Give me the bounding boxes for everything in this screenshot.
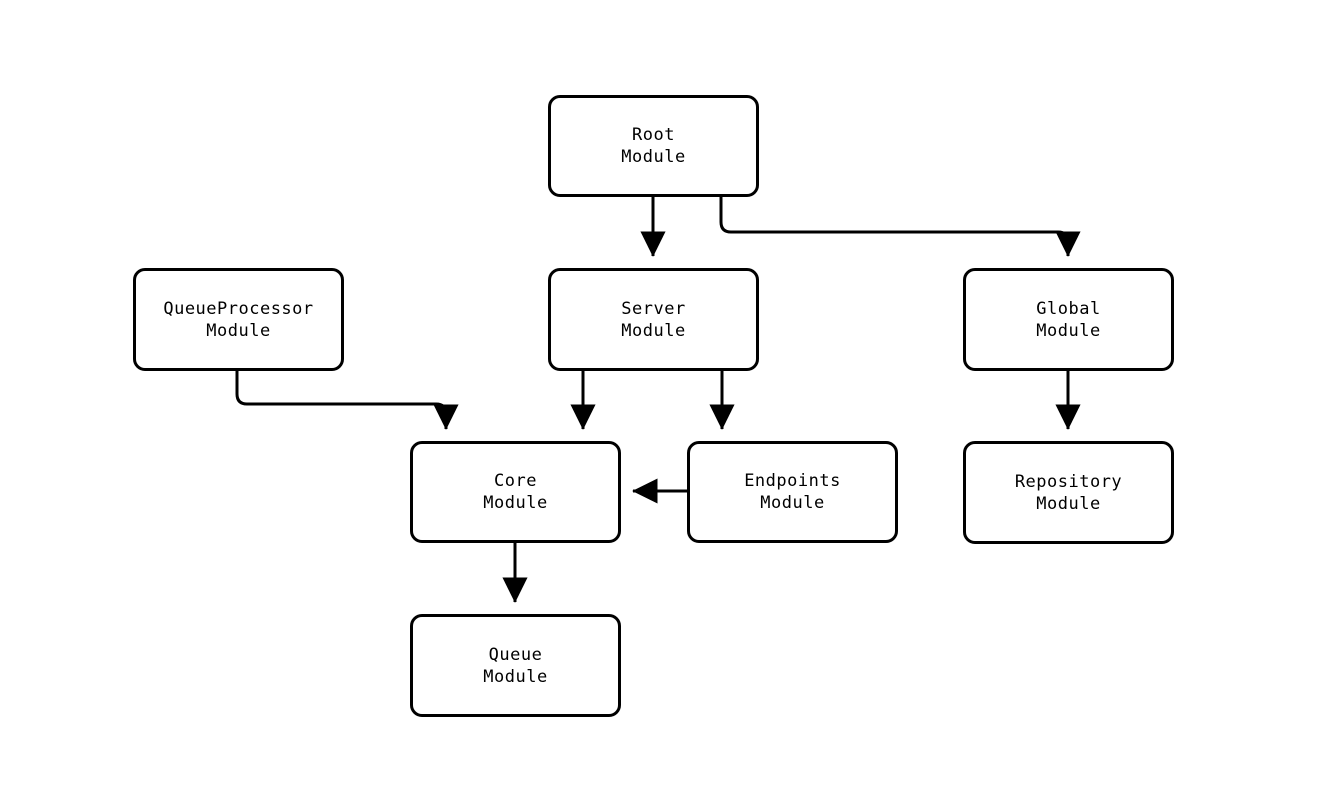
node-repository-module[interactable]: Repository Module <box>963 441 1174 544</box>
node-endpoints-module-label-line2: Module <box>760 493 825 513</box>
node-queue-module[interactable]: Queue Module <box>410 614 621 717</box>
node-repository-module-label-line1: Repository <box>1014 471 1123 492</box>
node-root-module-label-line1: Root <box>632 125 675 145</box>
node-queue-module-label-line1: Queue <box>488 644 543 665</box>
node-global-module[interactable]: Global Module <box>963 268 1174 371</box>
edge-queueprocessor-to-core <box>235 371 459 430</box>
node-endpoints-module-label-line1: Endpoints <box>744 471 841 491</box>
node-root-module[interactable]: Root Module <box>548 95 759 197</box>
node-server-module-label-line2: Module <box>621 320 686 341</box>
node-queueprocessor-module-label-line1: QueueProcessor <box>163 298 314 319</box>
edge-root-to-global <box>719 197 1081 257</box>
node-endpoints-module[interactable]: Endpoints Module <box>687 441 898 543</box>
node-repository-module-label-line2: Module <box>1036 493 1101 514</box>
node-server-module-label-line1: Server <box>621 298 686 319</box>
node-core-module-label-line2: Module <box>483 493 548 513</box>
node-core-module[interactable]: Core Module <box>410 441 621 543</box>
node-server-module[interactable]: Server Module <box>548 268 759 371</box>
node-queueprocessor-module[interactable]: QueueProcessor Module <box>133 268 344 371</box>
node-queueprocessor-module-label-line2: Module <box>206 320 271 341</box>
node-queue-module-label-line2: Module <box>483 666 548 687</box>
node-core-module-label-line1: Core <box>494 471 537 491</box>
node-global-module-label-line2: Module <box>1036 320 1101 341</box>
node-root-module-label-line2: Module <box>621 147 686 167</box>
node-global-module-label-line1: Global <box>1036 298 1101 319</box>
